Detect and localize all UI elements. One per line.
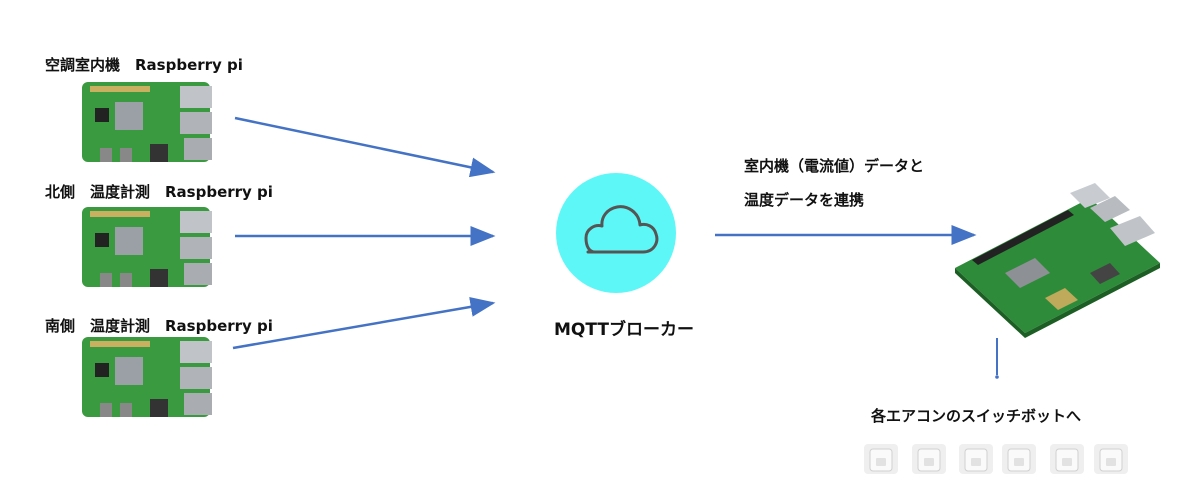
broker-label: MQTTブローカー [554, 320, 694, 340]
switchbot-row [864, 442, 1129, 478]
arrow-indoor-to-broker [234, 116, 496, 178]
device-label-south: 南側 温度計測 Raspberry pi [45, 317, 273, 335]
switchbot-device-icon [864, 444, 898, 474]
raspberry-pi-board-central [955, 183, 1160, 338]
raspberry-pi-board-indoor [82, 82, 212, 162]
device-label-north: 北側 温度計測 Raspberry pi [45, 183, 273, 201]
link-text-line1: 室内機（電流値）データと [744, 157, 925, 175]
raspberry-pi-board-south [82, 337, 212, 417]
broker-node [556, 173, 676, 293]
switchbot-device-icon [1002, 444, 1036, 474]
switchbot-device-icon [1094, 444, 1128, 474]
link-text-line2: 温度データを連携 [744, 191, 865, 209]
switchbot-device-icon [912, 444, 946, 474]
switchbot-device-icon [1050, 444, 1084, 474]
target-label: 各エアコンのスイッチボットへ [871, 407, 1082, 425]
arrow-south-to-broker [232, 296, 496, 350]
cloud-icon [584, 205, 659, 254]
switchbot-device-icon [959, 444, 993, 474]
device-label-indoor: 空調室内機 Raspberry pi [45, 56, 243, 74]
raspberry-pi-board-north [82, 207, 212, 287]
